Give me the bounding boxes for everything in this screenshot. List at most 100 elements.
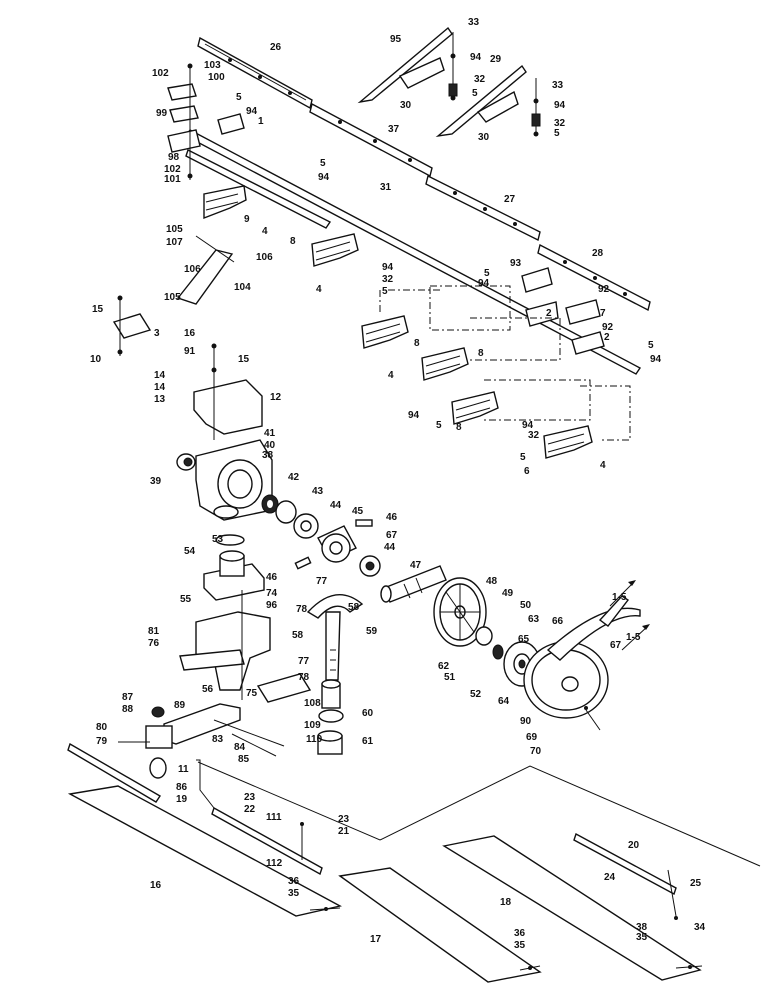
- bracket-group-left: [167, 63, 245, 180]
- callout-94: 94: [470, 52, 482, 63]
- callout-8: 8: [290, 236, 296, 247]
- callout-78: 78: [298, 672, 310, 683]
- callout-46: 46: [386, 512, 398, 523]
- bracket-104: [176, 235, 235, 305]
- callout-5: 5: [382, 286, 388, 297]
- callout-38: 38: [262, 450, 274, 461]
- assembly-lines: [379, 285, 631, 441]
- callout-62: 62: [438, 661, 450, 672]
- callout-79: 79: [96, 736, 108, 747]
- guard-9: [203, 185, 247, 220]
- callout-70: 70: [530, 746, 542, 757]
- callout-32: 32: [474, 74, 486, 85]
- callout-104: 104: [234, 282, 251, 293]
- cap-39: [176, 453, 196, 471]
- callout-111: 111: [266, 812, 282, 823]
- callout-102: 102: [164, 164, 181, 175]
- callout-41: 41: [264, 428, 276, 439]
- callout-5: 5: [648, 340, 654, 351]
- callout-65: 65: [518, 634, 530, 645]
- callout-75: 75: [246, 688, 258, 699]
- callout-94: 94: [650, 354, 662, 365]
- callout-29: 29: [490, 54, 502, 65]
- callout-38: 38: [636, 922, 648, 933]
- callout-5: 5: [554, 128, 560, 139]
- callout-107: 107: [166, 237, 183, 248]
- callout-94: 94: [318, 172, 330, 183]
- callout-5: 5: [320, 158, 326, 169]
- callout-36: 36: [288, 876, 300, 887]
- callout-2: 2: [604, 332, 610, 343]
- callout-28: 28: [592, 248, 604, 259]
- callout-69: 69: [526, 732, 538, 743]
- callout-98: 98: [168, 152, 180, 163]
- board-18: [442, 835, 702, 981]
- callout-3: 3: [154, 328, 160, 339]
- shaft-47: [380, 565, 447, 603]
- callout-85: 85: [238, 754, 250, 765]
- callout-96: 96: [266, 600, 278, 611]
- callout-94: 94: [522, 420, 534, 431]
- belt-67: [546, 595, 641, 661]
- callout-80: 80: [96, 722, 108, 733]
- guard-8-d: [451, 391, 499, 425]
- callout-74: 74: [266, 588, 278, 599]
- guard-8-b: [361, 315, 409, 349]
- callout-88: 88: [122, 704, 134, 715]
- callout-10: 10: [90, 354, 102, 365]
- guard-8-c: [421, 347, 469, 381]
- fasteners-bottom: [300, 822, 703, 971]
- crop-divider-29: [435, 64, 527, 138]
- callout-39: 39: [150, 476, 162, 487]
- callout-77: 77: [298, 656, 310, 667]
- callout-43: 43: [312, 486, 324, 497]
- callout-89: 89: [174, 700, 186, 711]
- callout-95: 95: [390, 34, 402, 45]
- callout-19: 19: [176, 794, 188, 805]
- callout-99: 99: [156, 108, 168, 119]
- frame-76: [179, 590, 271, 700]
- sickle-19: [67, 742, 161, 803]
- plate-3: [112, 295, 152, 356]
- callout-26: 26: [270, 42, 282, 53]
- callout-2: 2: [546, 308, 552, 319]
- gear-housing-38: [195, 439, 273, 521]
- plate-75: [256, 673, 312, 703]
- ball-joint-88: [118, 706, 173, 779]
- callout-8: 8: [414, 338, 420, 349]
- callout-33: 33: [552, 80, 564, 91]
- callout-4: 4: [388, 370, 394, 381]
- callout-77: 77: [316, 576, 328, 587]
- hardware-stack-top: [448, 32, 541, 137]
- callout-45: 45: [352, 506, 364, 517]
- callout-64: 64: [498, 696, 510, 707]
- callout-94: 94: [246, 106, 258, 117]
- callout-35: 35: [288, 888, 300, 899]
- callout-86: 86: [176, 782, 188, 793]
- callout-46: 46: [266, 572, 278, 583]
- callout-4: 4: [316, 284, 322, 295]
- callout-11: 11: [178, 764, 189, 775]
- callout-67: 67: [610, 640, 622, 651]
- callout-35: 35: [514, 940, 526, 951]
- callout-16: 16: [150, 880, 162, 891]
- callout-4: 4: [262, 226, 268, 237]
- callout-35: 35: [636, 932, 648, 943]
- callout-106: 106: [184, 264, 201, 275]
- callout-44: 44: [330, 500, 342, 511]
- callout-58: 58: [348, 602, 360, 613]
- knife-sickle-22: [211, 806, 677, 896]
- callout-94: 94: [478, 278, 490, 289]
- callout-8: 8: [478, 348, 484, 359]
- callout-90: 90: [520, 716, 532, 727]
- callout-40: 40: [264, 440, 276, 451]
- callout-109: 109: [304, 720, 321, 731]
- callout-66: 66: [552, 616, 564, 627]
- callout-94: 94: [408, 410, 420, 421]
- callout-105: 105: [166, 224, 183, 235]
- callout-21: 21: [338, 826, 350, 837]
- callout-1: 1: [258, 116, 264, 127]
- bushing-61: [317, 730, 343, 755]
- callout-59: 59: [366, 626, 378, 637]
